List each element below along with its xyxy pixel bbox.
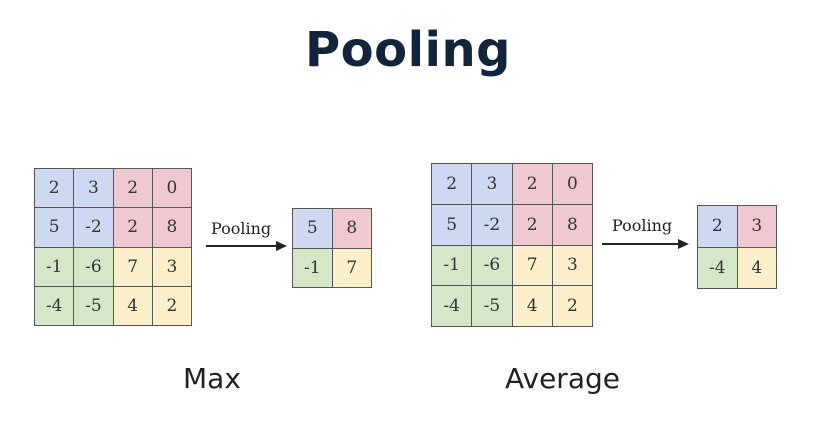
matrix-cell: 2	[432, 164, 472, 204]
matrix-cell: -5	[74, 286, 113, 325]
matrix-cell: -6	[472, 245, 512, 286]
matrix-cell: 8	[552, 204, 592, 245]
matrix-cell: -5	[472, 286, 512, 326]
matrix-cell: -6	[74, 247, 113, 286]
average-caption: Average	[505, 362, 620, 395]
matrix-cell: 8	[152, 208, 191, 247]
matrix-cell: 5	[293, 209, 332, 248]
matrix-cell: 2	[35, 169, 74, 208]
matrix-cell: 4	[512, 286, 552, 326]
matrix-cell: 2	[512, 164, 552, 204]
max-arrow-label: Pooling	[211, 219, 272, 238]
matrix-cell: 3	[472, 164, 512, 204]
max-caption: Max	[183, 362, 241, 395]
matrix-cell: 5	[432, 204, 472, 245]
matrix-cell: 7	[113, 247, 152, 286]
matrix-cell: -4	[698, 247, 737, 288]
matrix-cell: 5	[35, 208, 74, 247]
matrix-cell: 0	[552, 164, 592, 204]
matrix-cell: -4	[35, 286, 74, 325]
matrix-cell: 4	[737, 247, 776, 288]
matrix-cell: -1	[35, 247, 74, 286]
matrix-cell: -1	[432, 245, 472, 286]
matrix-cell: 8	[332, 209, 371, 248]
page-title: Pooling	[304, 22, 512, 78]
matrix-cell: 7	[512, 245, 552, 286]
matrix-cell: 3	[152, 247, 191, 286]
matrix-cell: 2	[113, 208, 152, 247]
matrix-cell: 2	[512, 204, 552, 245]
matrix-cell: 4	[113, 286, 152, 325]
matrix-cell: 2	[113, 169, 152, 208]
matrix-cell: -2	[74, 208, 113, 247]
matrix-cell: 2	[698, 206, 737, 247]
matrix-cell: 2	[152, 286, 191, 325]
matrix-cell: 0	[152, 169, 191, 208]
matrix-cell: 3	[552, 245, 592, 286]
matrix-cell: 3	[74, 169, 113, 208]
matrix-cell: -4	[432, 286, 472, 326]
max-right-arrow-icon	[206, 241, 287, 251]
matrix-cell: -2	[472, 204, 512, 245]
average-right-arrow-icon	[602, 239, 689, 249]
matrix-cell: 7	[332, 248, 371, 287]
matrix-cell: 2	[552, 286, 592, 326]
matrix-cell: -1	[293, 248, 332, 287]
matrix-cell: 3	[737, 206, 776, 247]
average-arrow-label: Pooling	[612, 216, 673, 235]
